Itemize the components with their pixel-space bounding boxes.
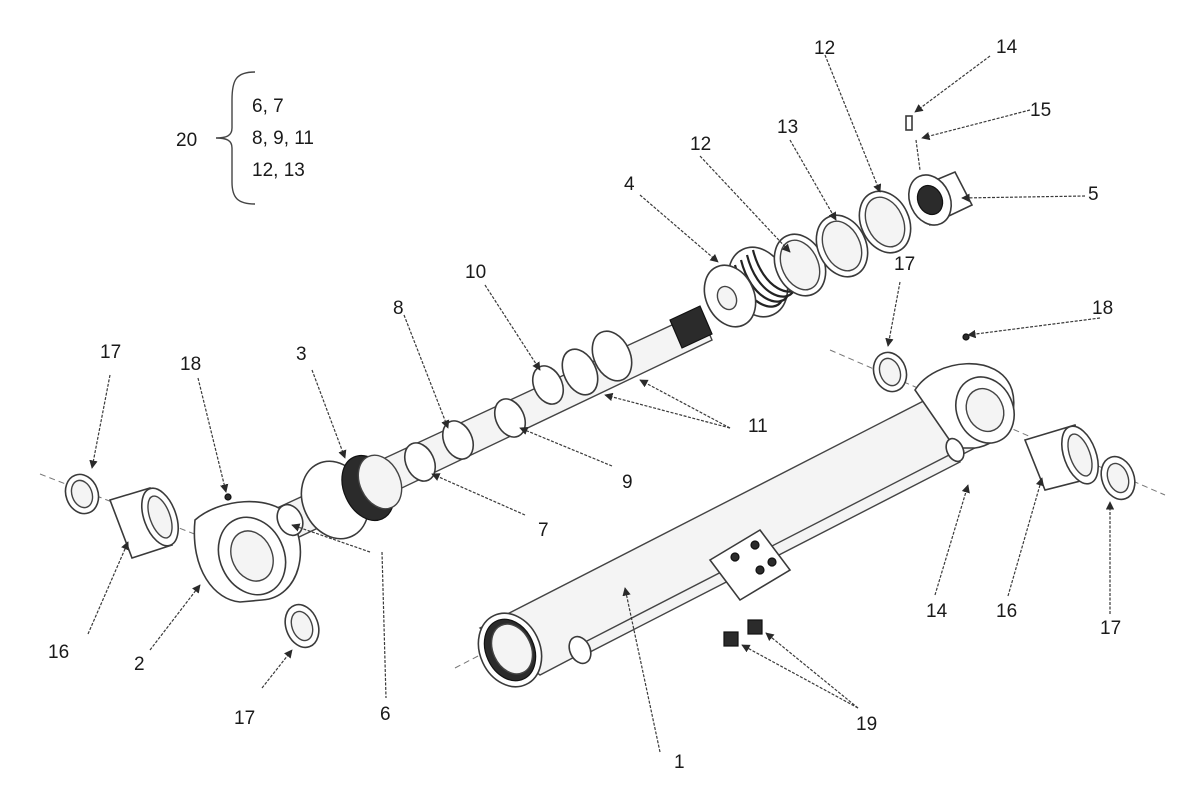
callout-8: 8 <box>393 298 404 319</box>
leader-lines <box>87 54 1115 753</box>
grease-fitting-left <box>224 493 232 501</box>
callout-1: 1 <box>674 752 685 773</box>
callout-6: 6 <box>380 704 391 725</box>
rod-ring-9 <box>493 398 527 438</box>
port-block <box>708 528 792 602</box>
seal-kit-legend: 20 6, 7 8, 9, 11 12, 13 <box>176 71 314 205</box>
kit-number: 20 <box>176 130 197 151</box>
callout-3: 3 <box>296 344 307 365</box>
port-plug-b <box>747 619 763 635</box>
callout-17-left: 17 <box>100 342 121 363</box>
kit-line-1: 6, 7 <box>252 96 284 117</box>
kit-line-2: 8, 9, 11 <box>252 128 314 149</box>
callout-4: 4 <box>624 174 635 195</box>
callout-12-lower: 12 <box>690 134 711 155</box>
callout-14-lower: 14 <box>926 601 948 622</box>
piston-stack <box>703 115 974 328</box>
callout-18-right: 18 <box>1092 298 1113 319</box>
rod-ring-8 <box>441 420 475 460</box>
callout-5: 5 <box>1088 184 1099 205</box>
callout-11: 11 <box>748 416 768 437</box>
callout-17-upper-right: 17 <box>894 254 915 275</box>
kit-line-3: 12, 13 <box>252 160 305 181</box>
rod-thread <box>669 305 713 349</box>
piston-rod-assembly <box>193 305 713 603</box>
rod-seal-ring <box>403 442 437 482</box>
callout-13: 13 <box>777 117 798 138</box>
piston-ring-b <box>591 330 633 382</box>
callout-15: 15 <box>1030 100 1051 121</box>
set-screw <box>905 115 913 131</box>
callout-labels: 1 2 3 4 5 6 7 8 9 10 11 12 13 12 14 15 1… <box>48 37 1121 773</box>
cylinder-barrel <box>477 362 1015 688</box>
callout-16-left: 16 <box>48 642 69 663</box>
port-plug-a <box>723 631 739 647</box>
callout-2: 2 <box>134 654 145 675</box>
callout-17-right: 17 <box>1100 618 1121 639</box>
piston-ring-a <box>561 348 599 396</box>
callout-18-left: 18 <box>180 354 201 375</box>
callout-14-upper: 14 <box>996 37 1018 58</box>
callout-17-lower: 17 <box>234 708 255 729</box>
callout-7: 7 <box>538 520 549 541</box>
callout-10: 10 <box>465 262 486 283</box>
callout-16-right: 16 <box>996 601 1017 622</box>
callout-12-upper: 12 <box>814 38 835 59</box>
callout-19: 19 <box>856 714 877 735</box>
callout-9: 9 <box>622 472 633 493</box>
